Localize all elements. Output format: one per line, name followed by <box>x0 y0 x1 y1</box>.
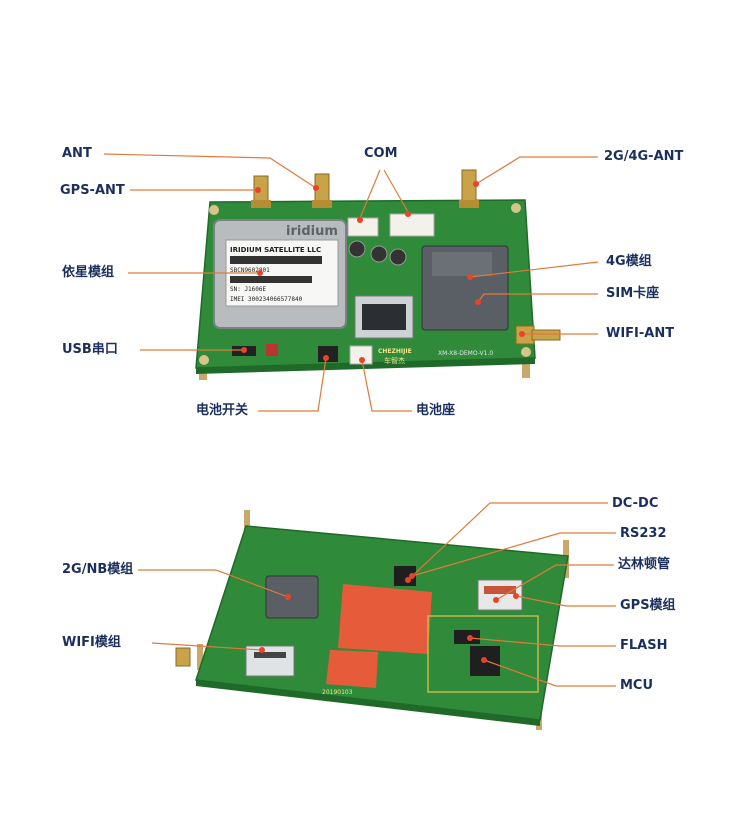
label-4g-module: 4G模组 <box>606 254 652 269</box>
leader-4g-module <box>469 261 599 278</box>
leader-lines-top <box>103 153 599 412</box>
board-top-assembly: iridium IRIDIUM SATELLITE LLC SBCN960280… <box>195 169 561 380</box>
leader-com-right <box>383 169 409 213</box>
pcb-edge <box>196 680 540 726</box>
board-bottom-assembly: 20190103 <box>175 510 569 730</box>
leader-gps <box>515 595 616 607</box>
mount-hole <box>209 205 219 215</box>
label-darlington: 达林顿管 <box>618 557 671 572</box>
label-battery-switch: 电池开关 <box>196 403 249 418</box>
iridium-satellite-module: iridium IRIDIUM SATELLITE LLC SBCN960280… <box>213 219 347 329</box>
leader-dots-bottom <box>259 573 519 663</box>
leader-2g4g-ant <box>475 156 598 185</box>
barcode <box>230 276 312 283</box>
button <box>266 344 278 356</box>
silk-maker: CHEZHIJIE <box>378 348 412 355</box>
label-satellite-module: 依星模组 <box>62 265 115 280</box>
label-2g-nb-module: 2G/NB模组 <box>62 562 134 577</box>
sma-connector-gps-ant <box>312 173 332 208</box>
wifi-module <box>245 645 295 677</box>
label-gps-ant: GPS-ANT <box>60 183 125 198</box>
pcb-edge <box>196 358 535 374</box>
label-usb-serial: USB串口 <box>62 342 118 357</box>
sat-label-title: IRIDIUM SATELLITE LLC <box>230 246 321 254</box>
4g-module <box>421 245 509 331</box>
sat-label-sn: SN: J1606E <box>230 286 267 293</box>
silk-board-name: XM-X8-DEMO-V1.0 <box>438 350 493 357</box>
sma-connector-wifi <box>175 647 191 667</box>
label-battery-holder: 电池座 <box>416 403 456 418</box>
leader-rs232 <box>411 532 616 577</box>
leader-dots-top <box>241 181 525 363</box>
mcu-zone <box>427 615 539 693</box>
barcode <box>230 256 322 264</box>
sma-connector-2g4g-ant <box>459 169 479 208</box>
mount-hole <box>521 347 531 357</box>
label-gps-module: GPS模组 <box>620 598 676 613</box>
leader-mcu <box>483 659 616 687</box>
leader-battery-switch <box>258 357 327 412</box>
dcdc-area-lower <box>326 650 378 688</box>
capacitor <box>370 245 388 263</box>
leader-darlington <box>495 564 614 601</box>
label-wifi-ant: WIFI-ANT <box>606 326 675 341</box>
leader-2g-nb <box>138 569 289 598</box>
label-flash: FLASH <box>620 638 668 653</box>
silk-date: 20190103 <box>322 689 353 696</box>
leader-com-left <box>359 169 381 219</box>
battery-holder <box>349 345 373 365</box>
sma-connector-wifi-ant <box>515 325 561 345</box>
mount-hole <box>511 203 521 213</box>
sim-tray <box>362 304 406 330</box>
sat-label-imei: IMEI 300234066577840 <box>230 296 303 303</box>
label-2g4g-ant: 2G/4G-ANT <box>604 149 684 164</box>
leader-ant <box>103 153 317 189</box>
standoff <box>244 510 250 540</box>
mount-hole <box>199 355 209 365</box>
sat-label-sbcn: SBCN9602801 <box>230 267 270 274</box>
label-dcdc: DC-DC <box>612 496 659 511</box>
capacitor <box>348 240 366 258</box>
capacitor <box>389 248 407 266</box>
iridium-brand: iridium <box>286 224 338 239</box>
com-connector-1 <box>347 217 379 237</box>
label-rs232: RS232 <box>620 526 667 541</box>
2g-nb-module <box>265 575 319 619</box>
flash-chip <box>454 630 480 644</box>
sma-connector-ant <box>251 175 271 208</box>
label-mcu: MCU <box>620 678 654 693</box>
leader-battery-holder <box>361 359 412 412</box>
label-ant: ANT <box>62 146 92 161</box>
leader-lines-bottom <box>138 502 616 687</box>
silk-maker-cn: 车智杰 <box>384 356 405 365</box>
dcdc-area <box>338 584 432 654</box>
label-sim-socket: SIM卡座 <box>606 286 660 301</box>
leader-wifi <box>151 642 263 651</box>
standoff <box>197 644 203 670</box>
leader-flash <box>469 637 616 647</box>
com-connector-2 <box>389 213 435 237</box>
leader-sim <box>477 293 598 303</box>
label-com: COM <box>364 146 398 161</box>
label-wifi-module: WIFI模组 <box>62 635 121 650</box>
leader-dcdc <box>407 502 608 581</box>
